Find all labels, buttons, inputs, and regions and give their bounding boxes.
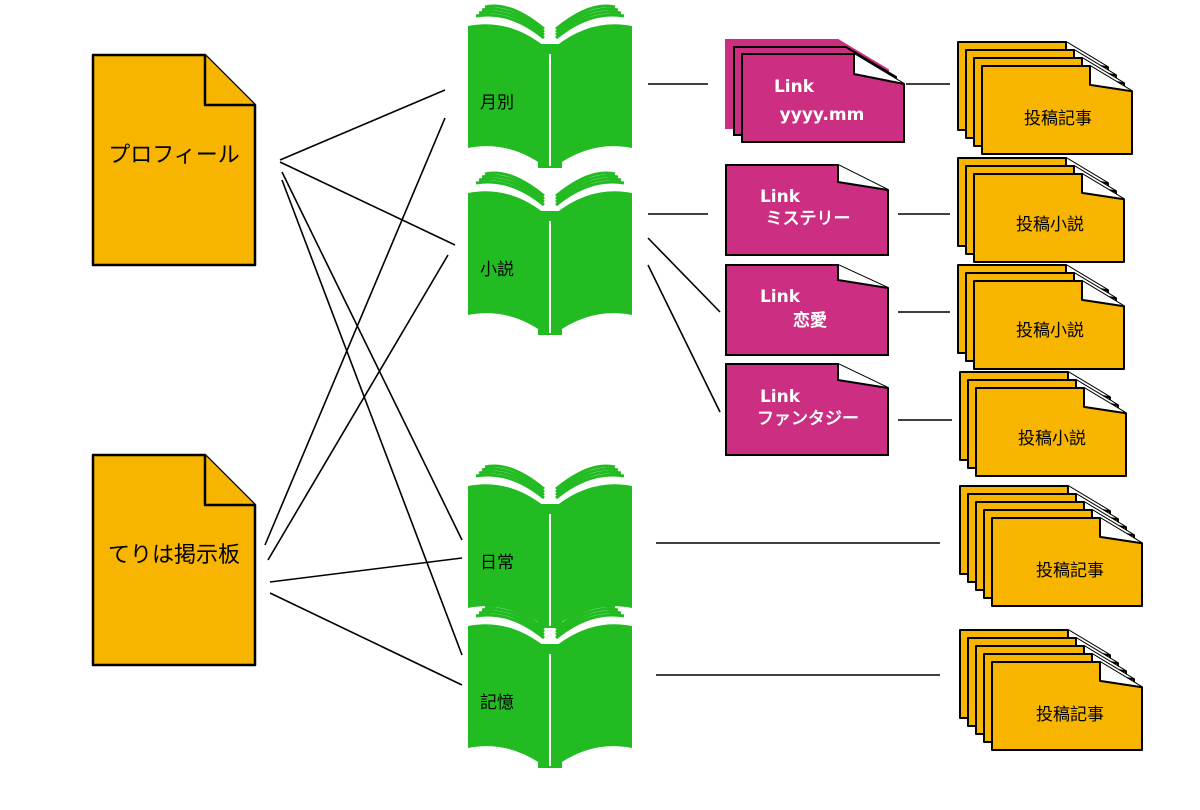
document-label: てりは掲示板 [108,543,240,568]
connector-board-memory [269,592,463,686]
post-4: 投稿小説 [959,371,1127,477]
stacked-documents-icon [957,157,1125,263]
connector-profile-novel [279,161,456,246]
stacked-documents-icon [957,41,1133,155]
link-fantasy: Link ファンタジー [725,363,889,456]
link-subtitle: ファンタジー [757,409,859,429]
book-daily: 日常 [468,464,632,628]
book-label: 月別 [480,93,514,113]
book-label: 日常 [480,553,514,573]
post-label: 投稿記事 [1024,109,1092,129]
open-book-icon [468,604,632,768]
connector-novel-romance [647,237,721,313]
post-1: 投稿記事 [957,41,1133,155]
post-label: 投稿小説 [1018,429,1086,449]
open-book-icon [468,464,632,628]
document-label: プロフィール [108,143,240,168]
link-document-icon [725,264,889,356]
stacked-documents-icon [959,371,1127,477]
post-3: 投稿小説 [957,264,1125,370]
document-profile: プロフィール [91,53,257,267]
connectors [264,83,952,686]
book-label: 小説 [480,260,514,280]
open-book-icon [468,4,632,168]
connector-profile-memory [281,179,463,656]
post-label: 投稿小説 [1016,321,1084,341]
connector-board-novel [267,254,449,561]
link-subtitle: 恋愛 [793,310,827,331]
document-icon [91,53,257,267]
link-title: Link [774,77,815,97]
post-2: 投稿小説 [957,157,1125,263]
book-memory: 記憶 [468,604,632,768]
post-5: 投稿記事 [959,485,1143,607]
post-6: 投稿記事 [959,629,1143,751]
connector-board-monthly [264,117,446,546]
link-document-icon [725,39,905,143]
document-board: てりは掲示板 [91,453,257,667]
link-document-icon [725,164,889,256]
stacked-documents-icon [957,264,1125,370]
link-subtitle: yyyy.mm [780,105,865,125]
link-romance: Link 恋愛 [725,264,889,356]
book-label: 記憶 [480,693,514,713]
open-book-icon [468,171,632,335]
post-label: 投稿記事 [1036,705,1104,725]
stacked-documents-icon [959,629,1143,751]
connector-profile-daily [281,171,463,541]
stacked-documents-icon [959,485,1143,607]
link-yyyymm: Link yyyy.mm [725,39,905,143]
link-title: Link [760,187,801,207]
connector-board-daily [269,557,463,583]
post-label: 投稿記事 [1036,561,1104,581]
link-subtitle: ミステリー [766,209,851,229]
link-document-icon [725,363,889,456]
connector-novel-fantasy [647,264,721,413]
post-label: 投稿小説 [1016,215,1084,235]
link-title: Link [760,287,801,307]
book-novel: 小説 [468,171,632,335]
book-monthly: 月別 [468,4,632,168]
link-title: Link [760,387,801,407]
connector-profile-monthly [279,89,446,161]
link-mystery: Link ミステリー [725,164,889,256]
document-icon [91,453,257,667]
